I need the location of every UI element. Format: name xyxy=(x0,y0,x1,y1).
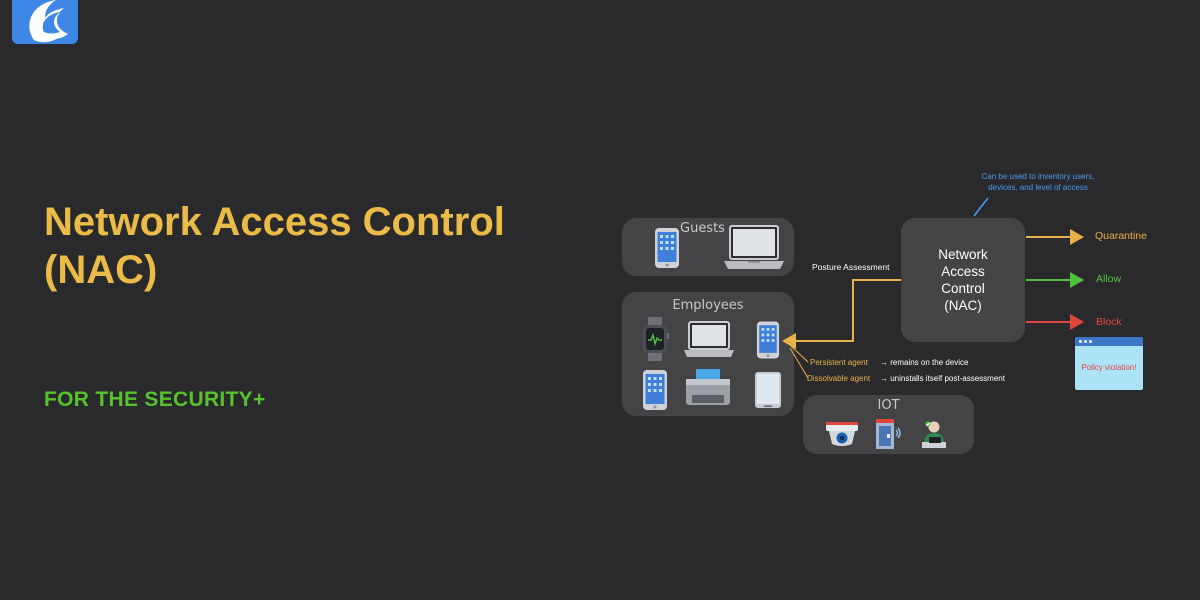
window-titlebar xyxy=(1075,337,1143,346)
outcome-quarantine-label: Quarantine xyxy=(1095,230,1147,242)
agent-connector-dissolvable xyxy=(789,347,809,379)
iot-label: IOT xyxy=(877,398,900,413)
policy-violation-window: Policy violation! xyxy=(1075,337,1143,390)
guests-label: Guests xyxy=(680,221,725,236)
wave-logo-icon xyxy=(29,0,68,43)
smartphone-icon xyxy=(756,321,780,359)
smartphone-icon xyxy=(643,370,667,410)
company-logo xyxy=(12,0,78,44)
inventory-pointer xyxy=(973,197,989,217)
posture-arrow xyxy=(782,279,901,349)
nac-line-1: Network xyxy=(938,247,988,262)
persistent-agent-desc: → remains on the device xyxy=(880,358,969,367)
persistent-agent-label: Persistent agent xyxy=(810,358,868,367)
laptop-icon xyxy=(724,225,784,269)
smart-door-lock-icon xyxy=(876,419,901,449)
laptop-icon xyxy=(684,321,734,357)
nac-box: Network Access Control (NAC) xyxy=(901,218,1025,342)
outcome-block-label: Block xyxy=(1096,316,1122,328)
page-title: Network Access Control (NAC) xyxy=(44,198,505,294)
title-line-2: (NAC) xyxy=(44,248,158,292)
page-subtitle: FOR THE SECURITY+ xyxy=(44,388,266,411)
smartwatch-icon xyxy=(643,317,669,361)
dissolvable-agent-desc: → uninstalls itself post-assessment xyxy=(880,374,1005,383)
dissolvable-agent-label: Dissolvable agent xyxy=(807,374,871,383)
security-camera-icon xyxy=(826,422,858,446)
policy-violation-text: Policy violation! xyxy=(1081,363,1137,372)
nac-line-3: Control xyxy=(941,281,985,296)
inventory-note: Can be used to inventory users, devices,… xyxy=(981,172,1095,192)
tablet-icon xyxy=(755,372,781,408)
printer-icon xyxy=(686,369,730,405)
nac-line-4: (NAC) xyxy=(944,298,982,313)
agent-connector-persistent xyxy=(789,344,809,363)
nac-line-2: Access xyxy=(941,264,985,279)
posture-assessment-label: Posture Assessment xyxy=(812,262,890,272)
title-line-1: Network Access Control xyxy=(44,200,505,244)
employees-label: Employees xyxy=(672,298,744,313)
smartphone-icon xyxy=(655,228,679,268)
smart-assistant-icon xyxy=(922,421,946,448)
outcome-allow-label: Allow xyxy=(1096,273,1122,285)
